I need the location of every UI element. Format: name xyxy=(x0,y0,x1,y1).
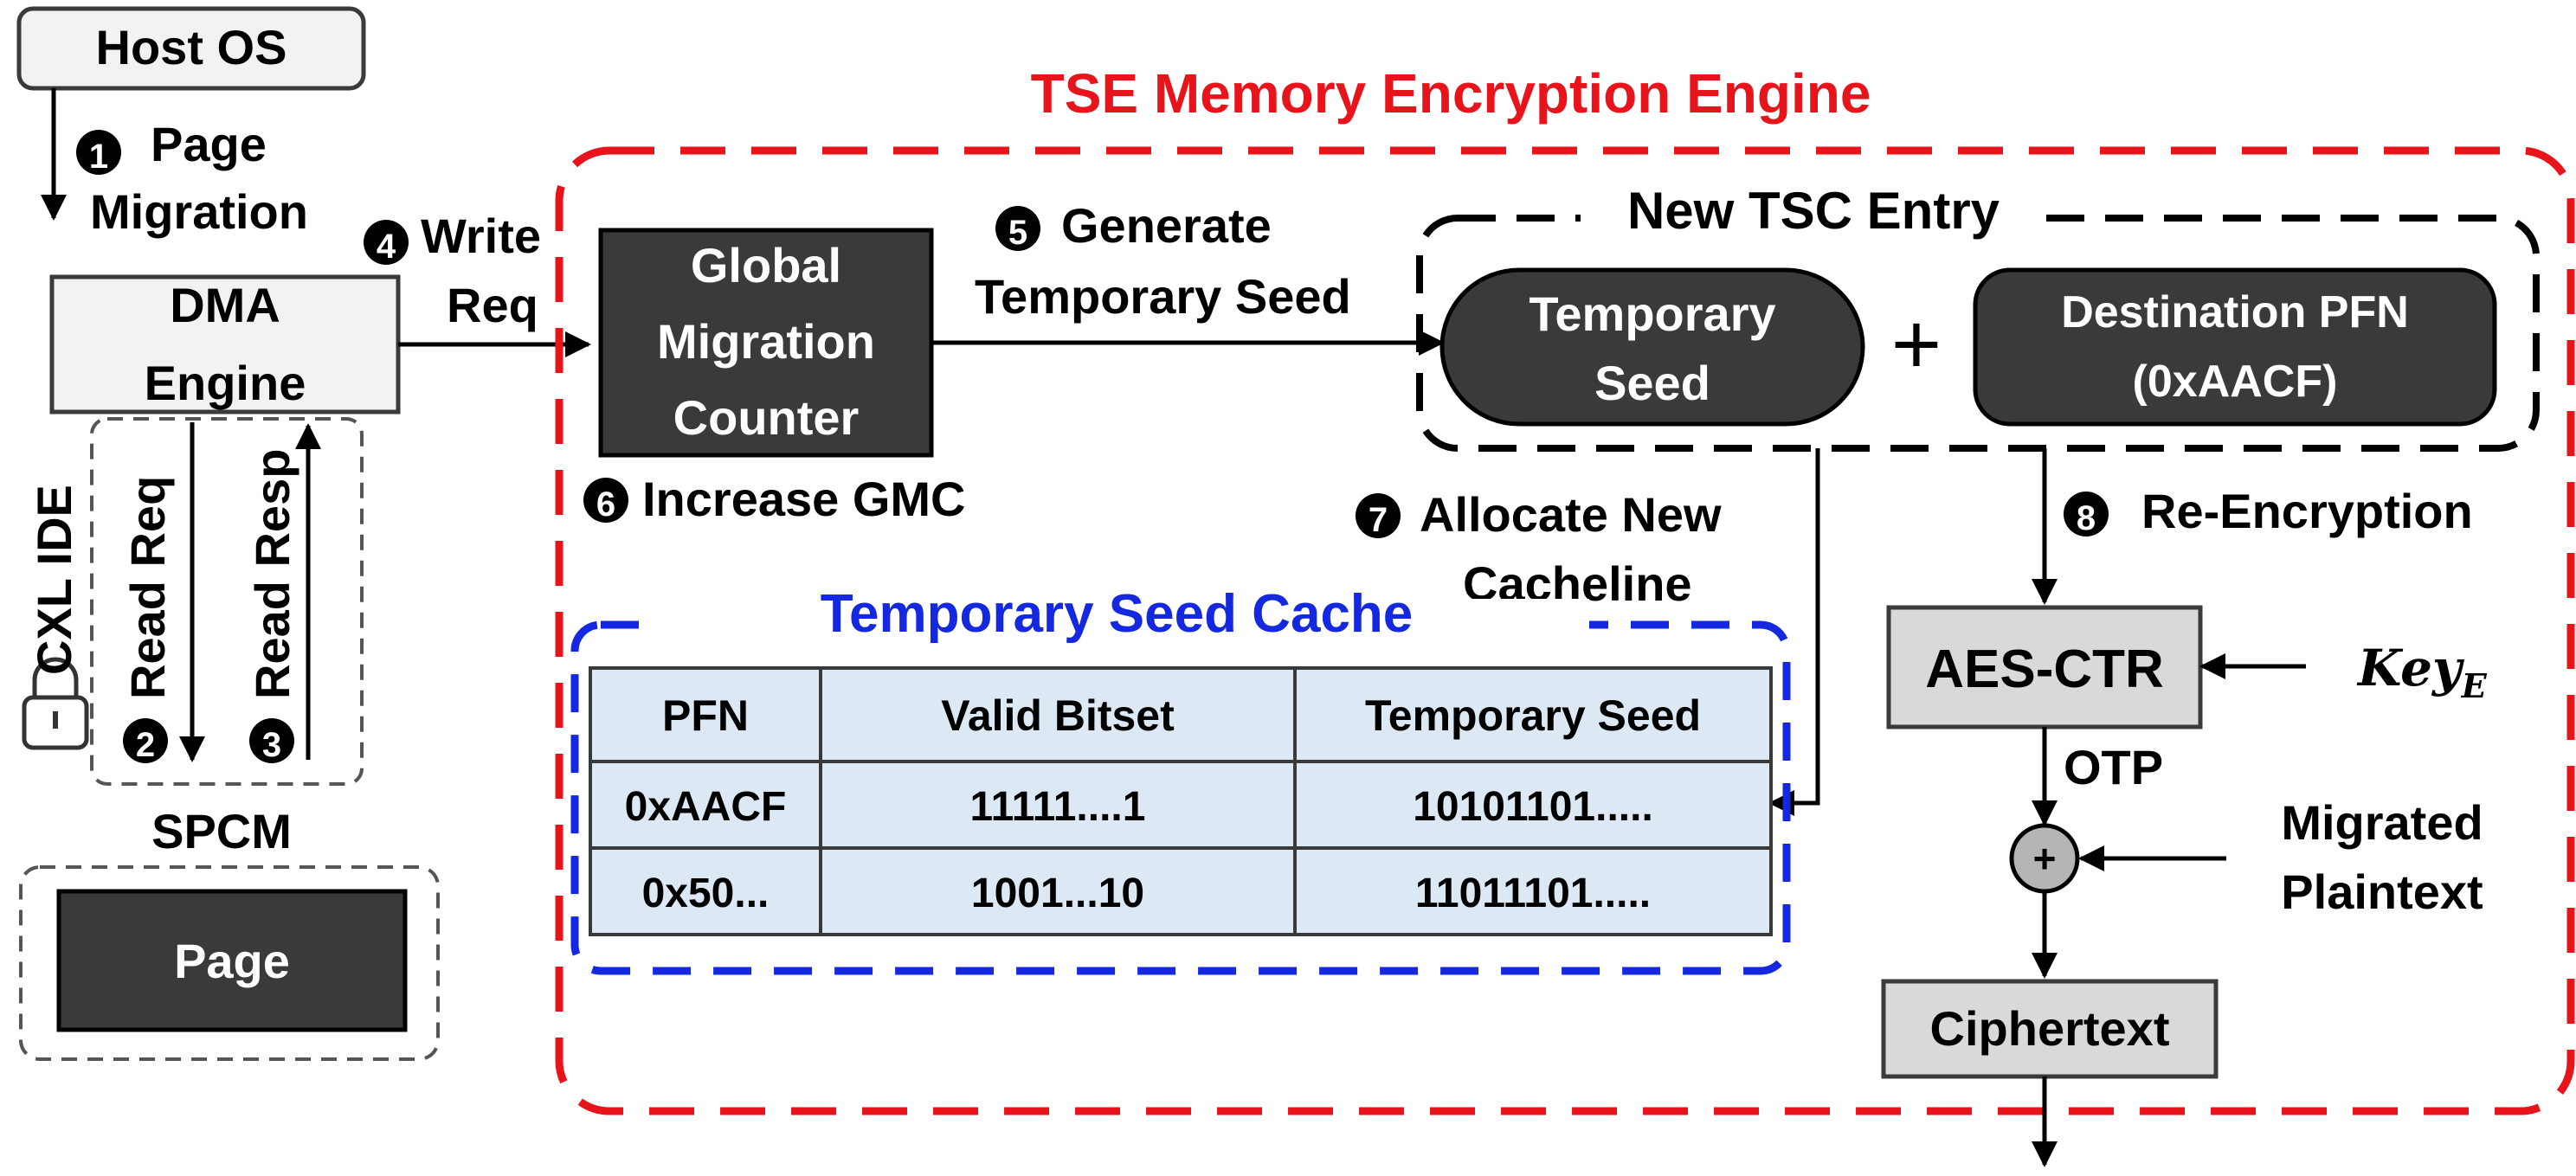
step-5-label-line1: Generate xyxy=(1061,198,1272,253)
cache-cell: 1001...10 xyxy=(971,871,1144,916)
cache-table: PFN Valid Bitset Temporary Seed 0xAACF 11111… xyxy=(589,666,1773,936)
cache-table-frame xyxy=(589,666,1773,936)
dma-engine-label-line2: Engine xyxy=(145,356,306,410)
svg-text:2: 2 xyxy=(136,726,155,764)
page-label: Page xyxy=(174,934,290,988)
migrated-plaintext-line1: Migrated xyxy=(2281,795,2483,850)
cache-header-cell: Temporary Seed xyxy=(1365,691,1701,740)
step-7-badge: 7 xyxy=(1356,493,1401,539)
migrated-plaintext-line2: Plaintext xyxy=(2281,864,2483,919)
aes-ctr-box: AES-CTR xyxy=(1886,605,2203,729)
gmc-label-line1: Global xyxy=(691,238,841,292)
step-1-label-line1: Page xyxy=(151,117,267,171)
tse-title: TSE Memory Encryption Engine xyxy=(1031,62,1871,125)
cache-cell: 0xAACF xyxy=(625,784,787,830)
svg-text:4: 4 xyxy=(377,228,396,266)
ciphertext-box: Ciphertext xyxy=(1881,979,2219,1079)
temporary-seed-pill: Temporary Seed xyxy=(1439,267,1865,427)
lock-icon xyxy=(22,657,89,750)
svg-text:1: 1 xyxy=(89,138,108,176)
temporary-seed-line1: Temporary xyxy=(1529,286,1775,341)
host-os-box: Host OS xyxy=(16,6,366,91)
gmc-label-line3: Counter xyxy=(673,390,860,445)
cache-header-cell: Valid Bitset xyxy=(941,691,1175,740)
temporary-seed-line2: Seed xyxy=(1594,356,1710,410)
tse-engine-border xyxy=(555,146,2575,1115)
step-5-badge: 5 xyxy=(995,206,1040,252)
svg-text:+: + xyxy=(2033,836,2057,881)
step-8-badge: 8 xyxy=(2064,492,2109,537)
step-3-badge: 3 xyxy=(249,718,294,764)
destination-pfn-line2: (0xAACF) xyxy=(2133,357,2338,407)
spcm-box xyxy=(19,865,440,1061)
key-e-label: KeyE xyxy=(2356,639,2488,705)
step-2-label: Read Req xyxy=(120,476,175,699)
svg-text:7: 7 xyxy=(1368,501,1388,539)
step-7-label-line1: Allocate New xyxy=(1420,487,1722,542)
cache-cell: 10101101..... xyxy=(1413,784,1653,830)
svg-text:3: 3 xyxy=(262,726,281,764)
step-2-badge: 2 xyxy=(123,718,168,764)
svg-text:5: 5 xyxy=(1008,214,1027,252)
spcm-label: SPCM xyxy=(151,804,292,858)
step-1-label-line2: Migration xyxy=(90,184,308,239)
host-os-label: Host OS xyxy=(96,20,287,74)
cache-header-cell: PFN xyxy=(662,691,749,740)
dma-engine-label-line1: DMA xyxy=(170,278,280,332)
ciphertext-label: Ciphertext xyxy=(1930,1001,2170,1056)
step-6-label: Increase GMC xyxy=(642,472,966,526)
svg-text:Temporary Seed Cache: Temporary Seed Cache xyxy=(821,584,1414,644)
step-8-label: Re-Encryption xyxy=(2141,484,2473,538)
plus-sign: + xyxy=(1891,296,1942,393)
destination-pfn-line1: Destination PFN xyxy=(2061,287,2409,337)
otp-label: OTP xyxy=(2064,740,2163,794)
xor-icon: + xyxy=(2009,823,2080,894)
step-3-label: Read Resp xyxy=(245,449,299,699)
allocate-cacheline-arrow xyxy=(1768,448,1820,816)
cxl-ide-label: CXL IDE xyxy=(27,485,81,675)
svg-text:6: 6 xyxy=(596,485,615,524)
cache-cell: 11111....1 xyxy=(970,784,1146,830)
destination-pfn-pill: Destination PFN (0xAACF) xyxy=(1973,267,2497,427)
step-5-label-line2: Temporary Seed xyxy=(975,269,1351,324)
global-migration-counter-box: Global Migration Counter xyxy=(598,228,934,458)
aes-ctr-label: AES-CTR xyxy=(1925,639,2164,699)
dma-engine-box: DMA Engine xyxy=(49,274,401,414)
step-4-label-line1: Write xyxy=(421,209,541,263)
step-1-badge: 1 xyxy=(76,130,121,176)
step-4-badge: 4 xyxy=(364,220,409,266)
page-box: Page xyxy=(56,889,408,1032)
step-4-label-line2: Req xyxy=(447,278,538,332)
cache-cell: 0x50... xyxy=(642,871,770,916)
svg-text:8: 8 xyxy=(2077,499,2096,537)
step-6-badge: 6 xyxy=(583,478,628,524)
tsc-entry-title: New TSC Entry xyxy=(1627,182,2000,240)
gmc-label-line2: Migration xyxy=(657,314,875,369)
cache-cell: 11011101..... xyxy=(1415,871,1651,916)
tsc-entry-border xyxy=(1416,215,2540,452)
cxl-ide-link-box xyxy=(90,417,364,786)
